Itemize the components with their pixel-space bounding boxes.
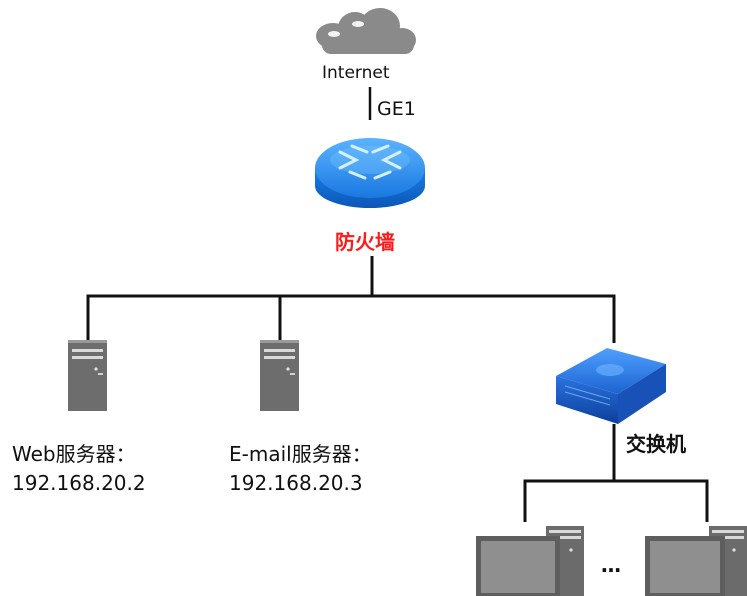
switch-icon — [556, 348, 666, 424]
web-server-name: Web服务器： — [12, 442, 136, 466]
firewall-label: 防火墙 — [335, 230, 395, 254]
desktop-computer-icon — [645, 526, 747, 596]
cloud-icon — [316, 8, 416, 54]
server-icon — [68, 340, 107, 411]
web-server-label: Web服务器： 192.168.20.2 — [12, 440, 146, 498]
mail-server-label: E-mail服务器： 192.168.20.3 — [229, 440, 372, 498]
firewall-icon — [315, 138, 425, 208]
server-icon — [260, 340, 299, 411]
mail-server-ip: 192.168.20.3 — [229, 471, 363, 495]
mail-server-name: E-mail服务器： — [229, 442, 372, 466]
desktop-computer-icon — [476, 526, 584, 596]
switch-label: 交换机 — [626, 432, 686, 456]
uplink-port-label: GE1 — [377, 98, 416, 120]
more-clients-ellipsis: … — [601, 553, 621, 577]
web-server-ip: 192.168.20.2 — [12, 471, 146, 495]
internet-label: Internet — [322, 63, 390, 83]
lan-bus — [86, 256, 616, 343]
client-bus — [523, 424, 709, 522]
